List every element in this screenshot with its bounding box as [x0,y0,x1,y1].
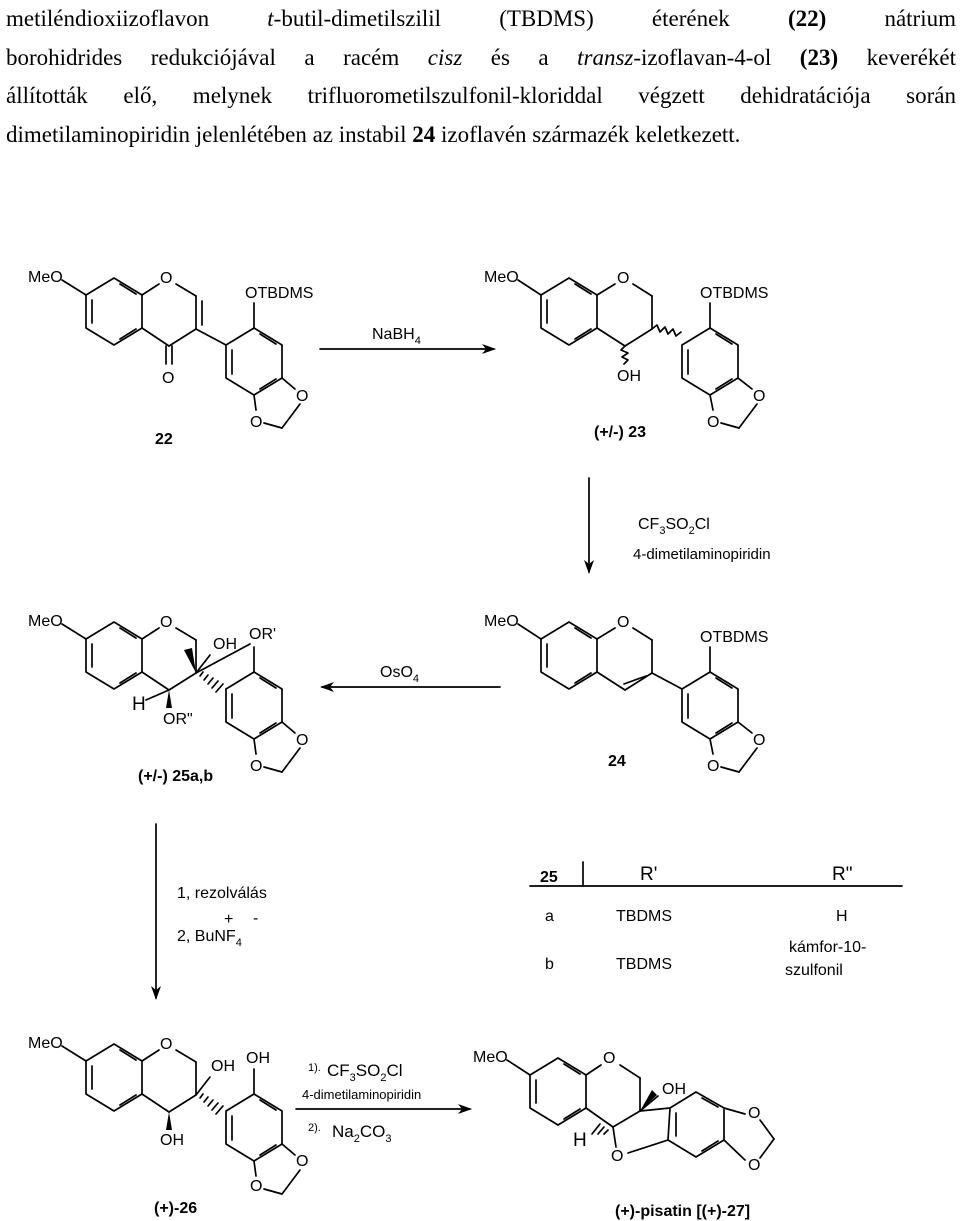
structure-25: MeO O OH OR' H OR" O O [28,613,308,785]
structure-27: MeO O OH H O O O [473,1049,775,1220]
arrow-oso4: OsO4 [320,664,501,692]
dioxole-oxygen-label: O [296,1153,308,1170]
meo-label: MeO [28,269,63,286]
table-row-b-r1: TBDMS [616,956,672,973]
meo-label: MeO [28,613,63,630]
plus-sign: + [224,911,233,928]
reagent-cf3so2cl-final: CF3SO2Cl [327,1061,403,1084]
compound-label-24: 24 [608,753,626,770]
ring-oxygen-label: O [160,1036,172,1053]
compound-label-25: (+/-) 25a,b [138,768,213,785]
compound-label-27: (+)-pisatin [(+)-27] [615,1203,750,1220]
paragraph-line-3: állították elő, melynek trifluorometilsz… [6,83,956,108]
meo-label: MeO [28,1035,63,1052]
minus-sign: - [253,910,258,927]
table-header-compound: 25 [540,869,558,886]
structure-23: MeO O OTBDMS OH O O [484,269,768,441]
paragraph-line-2: borohidrides redukciójával a racém cisz … [6,44,956,70]
table-header-r2: R" [832,864,852,885]
ring-oxygen-label: O [617,270,629,287]
reagent-nabh4: NaBH4 [372,326,421,347]
oh-label: OH [160,1132,184,1149]
dioxole-oxygen-label: O [707,414,719,431]
paragraph-line-4: dimetilaminopiridin jelenlétében az inst… [6,121,741,147]
step-1-label: 1, rezolválás [177,885,267,902]
structure-24: MeO O OTBDMS O O 24 [484,613,768,775]
table-row-a-key: a [545,908,554,925]
dioxole-oxygen-label: O [753,388,765,405]
arrow-cyclization: 1). CF3SO2Cl 4-dimetilaminopiridin 2). N… [295,1061,472,1145]
dioxole-oxygen-label: O [748,1157,760,1174]
compound-label-26: (+)-26 [154,1200,197,1217]
reagent-na2co3: Na2CO3 [332,1122,391,1145]
ring-oxygen-label: O [160,270,172,287]
otbdms-label: OTBDMS [700,629,768,646]
ring-oxygen-label: O [603,1050,615,1067]
reagent-oso4: OsO4 [380,664,419,685]
oh-label: OH [617,368,641,385]
otbdms-label: OTBDMS [245,285,313,302]
dioxole-oxygen-label: O [753,732,765,749]
h-label: H [573,1130,587,1151]
reagent-cf3so2cl: CF3SO2Cl [638,516,710,537]
paragraph-line-1: metiléndioxiizoflavon t-butil-dimetilszi… [6,6,956,31]
table-row-a-r1: TBDMS [616,908,672,925]
arrow-nabh4: NaBH4 [319,326,496,354]
structure-26: MeO O OH OH OH O O [28,1035,308,1217]
step-2-label: 2, BuNF4 [177,928,242,949]
compound-label-23: (+/-) 23 [594,424,646,441]
phenol-oh-label: OH [246,1050,270,1067]
step-2-prefix: 2). [308,1122,321,1134]
dioxole-oxygen-label: O [250,414,262,431]
dioxole-oxygen-label: O [296,388,308,405]
dioxole-oxygen-label: O [707,758,719,775]
r-group-table: 25 R' R" a TBDMS H b TBDMS kámfor-10- sz… [529,861,903,979]
or-prime-label: OR' [249,626,276,643]
arrow-dehydration: CF3SO2Cl 4-dimetilaminopiridin [584,477,771,574]
table-row-a-r2: H [836,908,848,925]
meo-label: MeO [484,269,519,286]
dioxole-oxygen-label: O [748,1105,760,1122]
table-row-b-r2-line2: szulfonil [785,962,843,979]
table-row-b-key: b [545,956,554,973]
reagent-dmap-final: 4-dimetilaminopiridin [302,1087,421,1102]
furan-oxygen-label: O [611,1148,623,1165]
oh-label: OH [213,636,237,653]
oh-label: OH [211,1058,235,1075]
reagent-dmap: 4-dimetilaminopiridin [633,546,771,563]
h-label: H [132,694,146,715]
body-paragraph: metiléndioxiizoflavon t-butil-dimetilszi… [6,0,956,154]
ring-oxygen-label: O [617,614,629,631]
dioxole-oxygen-label: O [296,732,308,749]
oh-label: OH [662,1081,686,1098]
compound-label-22: 22 [155,431,173,448]
table-row-b-r2-line1: kámfor-10- [789,939,866,956]
or-double-prime-label: OR" [163,711,193,728]
arrow-resolution: 1, rezolválás + - 2, BuNF4 [151,823,267,1000]
meo-label: MeO [473,1049,508,1066]
dioxole-oxygen-label: O [250,1178,262,1195]
dioxole-oxygen-label: O [250,758,262,775]
structure-22: MeO O O OTBDMS O O [28,269,313,448]
ring-oxygen-label: O [160,614,172,631]
carbonyl-oxygen-label: O [162,370,174,387]
step-1-prefix: 1). [308,1062,321,1074]
meo-label: MeO [484,613,519,630]
otbdms-label: OTBDMS [700,285,768,302]
table-header-r1: R' [640,864,657,885]
